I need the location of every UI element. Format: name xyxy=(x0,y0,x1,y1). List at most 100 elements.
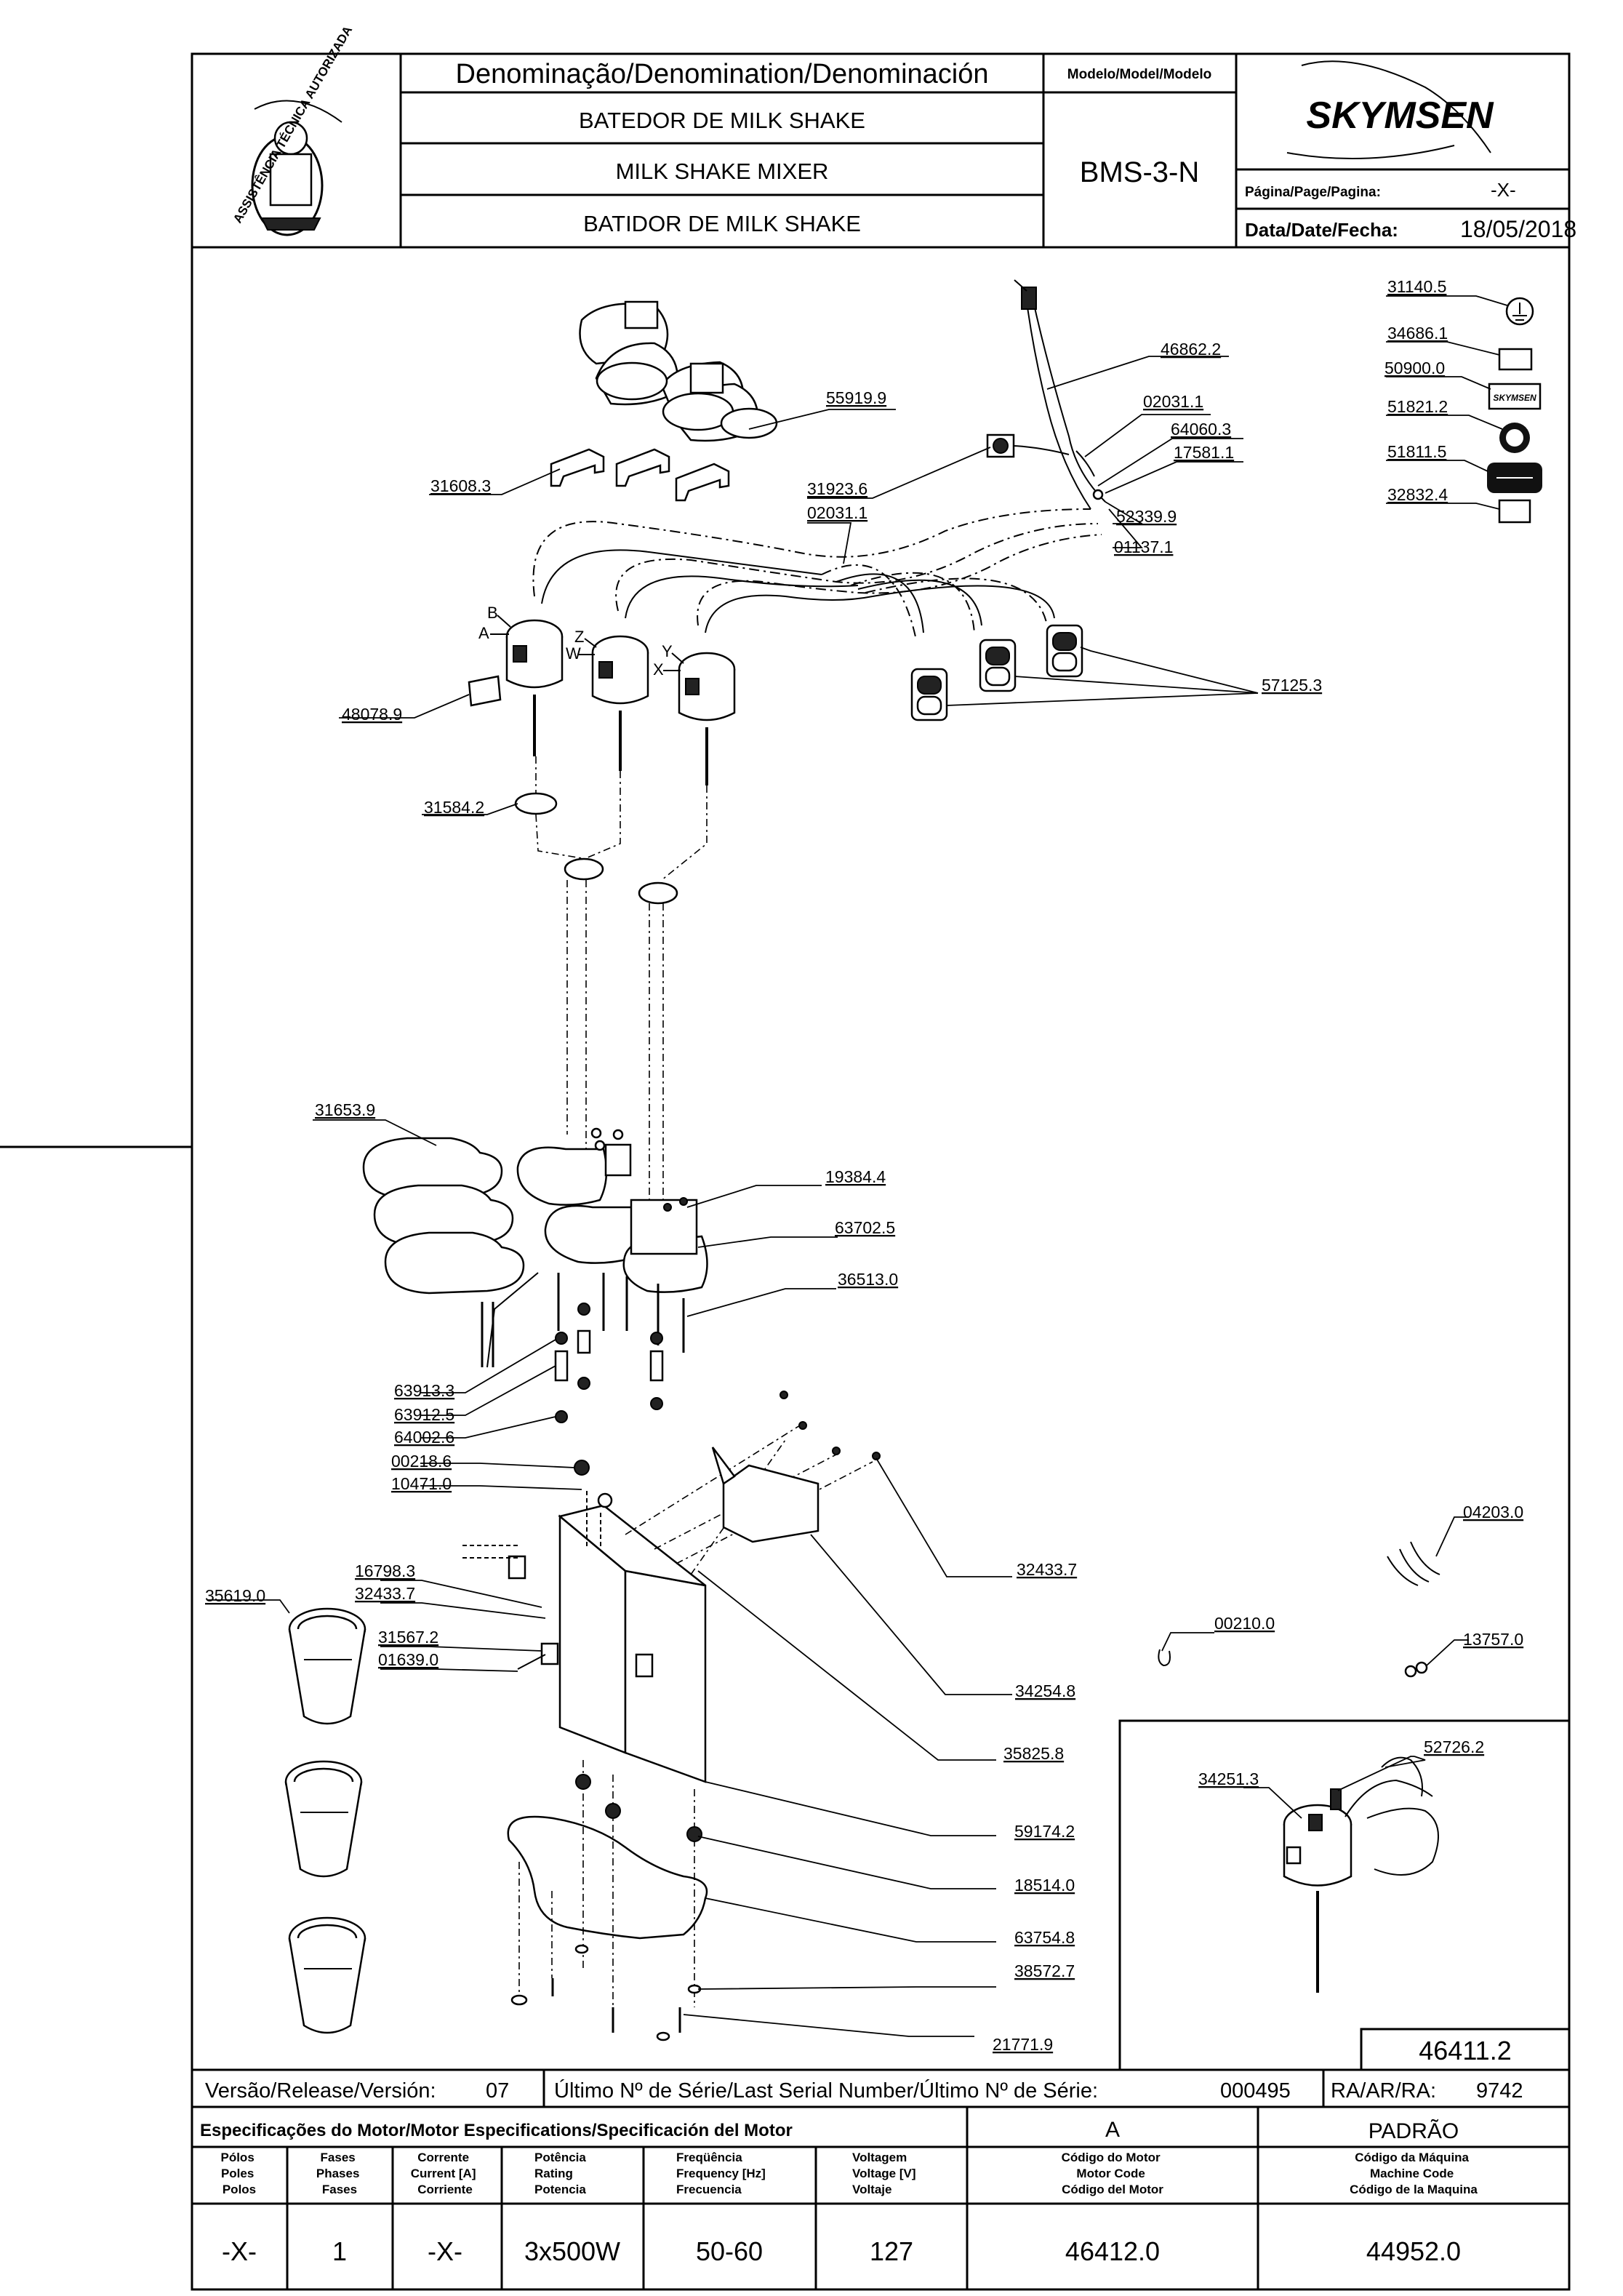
motor-code-header-es: Código del Motor xyxy=(1062,2183,1163,2196)
main-body-column xyxy=(462,1391,881,1783)
part-label: 13757.0 xyxy=(1463,1630,1523,1649)
part-label: 64002.6 xyxy=(394,1428,454,1447)
part-label: 18514.0 xyxy=(1014,1876,1075,1895)
part-label: 55919.9 xyxy=(826,388,886,407)
part-label: 34251.3 xyxy=(1198,1769,1259,1788)
part-label: 38572.7 xyxy=(1014,1961,1075,1980)
part-label: 46862.2 xyxy=(1161,340,1221,359)
phases-header: Fases Phases Fases xyxy=(316,2151,363,2196)
current-header-en: Current [A] xyxy=(411,2167,476,2180)
phases-header-es: Fases xyxy=(322,2183,357,2196)
frequency-header-en: Frequency [Hz] xyxy=(676,2167,766,2180)
part-label: 31653.9 xyxy=(315,1100,375,1119)
current-header: Corrente Current [A] Corriente xyxy=(411,2151,479,2196)
part-label: 36513.0 xyxy=(838,1270,898,1289)
wiring-harness xyxy=(532,279,1106,641)
phases-header-pt: Fases xyxy=(321,2151,356,2164)
skymsen-logo: SKYMSEN xyxy=(1286,60,1494,159)
part-label: 00210.0 xyxy=(1214,1614,1275,1633)
product-name-en: MILK SHAKE MIXER xyxy=(616,159,829,184)
rating-value: 3x500W xyxy=(524,2236,620,2266)
poles-header: Pólos Poles Polos xyxy=(220,2151,257,2196)
motor-spec-table: Especificações do Motor/Motor Especifica… xyxy=(192,2107,1569,2289)
blender-motors xyxy=(468,619,736,785)
current-header-es: Corriente xyxy=(417,2183,473,2196)
inset-detail xyxy=(1118,1719,1571,2071)
poles-header-pt: Pólos xyxy=(220,2151,254,2164)
part-label: 48078.9 xyxy=(342,705,402,724)
frequency-value: 50-60 xyxy=(696,2236,763,2266)
part-label: 10471.0 xyxy=(391,1474,452,1493)
part-label: 59174.2 xyxy=(1014,1822,1075,1841)
part-label: 63754.8 xyxy=(1014,1928,1075,1947)
label-stickers: SKYMSEN xyxy=(1386,295,1542,524)
connector-letters: B A Z W Y X xyxy=(478,604,684,679)
ra-value: 9742 xyxy=(1476,2079,1523,2103)
machine-code-header-pt: Código da Máquina xyxy=(1355,2151,1469,2164)
current-value: -X- xyxy=(428,2236,462,2266)
version-value: 07 xyxy=(486,2079,509,2103)
part-label: 16798.3 xyxy=(355,1561,415,1580)
leader-lines xyxy=(207,356,1469,2037)
part-label: 00218.6 xyxy=(391,1452,452,1471)
poles-header-es: Polos xyxy=(223,2183,256,2196)
connector-letter-w: W xyxy=(566,644,581,663)
date-label: Data/Date/Fecha: xyxy=(1245,219,1398,241)
motor-code-header-pt: Código do Motor xyxy=(1062,2151,1161,2164)
ra-label: RA/AR/RA: xyxy=(1331,2079,1436,2103)
product-name-es: BATIDOR DE MILK SHAKE xyxy=(583,211,861,236)
part-label: 57125.3 xyxy=(1262,676,1322,695)
svg-text:SKYMSEN: SKYMSEN xyxy=(1493,393,1536,403)
connector-letter-b: B xyxy=(487,604,498,622)
machine-code-value: 44952.0 xyxy=(1366,2236,1461,2266)
current-header-pt: Corrente xyxy=(417,2151,469,2164)
voltage-header-en: Voltage [V] xyxy=(852,2167,916,2180)
phases-value: 1 xyxy=(332,2236,347,2266)
date-value: 18/05/2018 xyxy=(1460,216,1576,242)
rating-header: Potência Rating Potencia xyxy=(534,2151,590,2196)
part-label: 02031.1 xyxy=(807,503,867,522)
part-label: 01639.0 xyxy=(378,1650,438,1669)
release-row: Versão/Release/Versión: 07 Último Nº de … xyxy=(192,2068,1569,2108)
part-label: 35825.8 xyxy=(1003,1744,1064,1763)
part-label: 52726.2 xyxy=(1424,1737,1484,1756)
connector-letter-y: Y xyxy=(662,642,673,660)
base-plate xyxy=(507,1760,708,2041)
part-label: 64060.3 xyxy=(1171,420,1231,439)
part-number-labels: 31140.5 34686.1 50900.0 51821.2 51811.5 … xyxy=(205,277,1523,2065)
mixing-cups xyxy=(284,1607,366,2034)
voltage-header-pt: Voltagem xyxy=(852,2151,907,2164)
motor-code-header-en: Motor Code xyxy=(1076,2167,1145,2180)
machine-code-header-es: Código de la Maquina xyxy=(1350,2183,1478,2196)
part-label: 32433.7 xyxy=(1017,1560,1077,1579)
part-label: 35619.0 xyxy=(205,1586,265,1605)
part-label: 34254.8 xyxy=(1015,1681,1075,1700)
voltage-value: 127 xyxy=(870,2236,913,2266)
machine-code-header: Código da Máquina Machine Code Código de… xyxy=(1350,2151,1478,2196)
motor-code-header: Código do Motor Motor Code Código del Mo… xyxy=(1062,2151,1164,2196)
rating-header-es: Potencia xyxy=(534,2183,586,2196)
phases-header-en: Phases xyxy=(316,2167,360,2180)
couplings xyxy=(514,756,708,1207)
denomination-label: Denominação/Denomination/Denominación xyxy=(456,59,989,89)
part-label: 32433.7 xyxy=(355,1584,415,1603)
screws-and-spacers xyxy=(481,1272,685,1423)
rating-header-pt: Potência xyxy=(534,2151,586,2164)
serial-label: Último Nº de Série/Last Serial Number/Úl… xyxy=(554,2079,1098,2103)
authorized-service-seal: ASSISTÊNCIA TÉCNICA AUTORIZADA xyxy=(231,23,355,236)
col-a-heading: A xyxy=(1105,2118,1120,2142)
part-label: 02031.1 xyxy=(1143,392,1203,411)
frequency-header-es: Frecuencia xyxy=(676,2183,742,2196)
part-label: 32832.4 xyxy=(1387,485,1448,504)
rocker-switches xyxy=(910,624,1259,721)
drip-plates xyxy=(362,1137,525,1295)
connector-letter-x: X xyxy=(653,660,664,679)
page-label: Página/Page/Pagina: xyxy=(1245,185,1381,200)
col-padrao-heading: PADRÃO xyxy=(1368,2119,1459,2143)
page-value: -X- xyxy=(1491,179,1516,201)
connector-letter-z: Z xyxy=(574,628,584,646)
part-label: 17581.1 xyxy=(1174,443,1234,462)
model-label: Modelo/Model/Modelo xyxy=(1067,67,1211,82)
part-label: 51821.2 xyxy=(1387,397,1448,416)
